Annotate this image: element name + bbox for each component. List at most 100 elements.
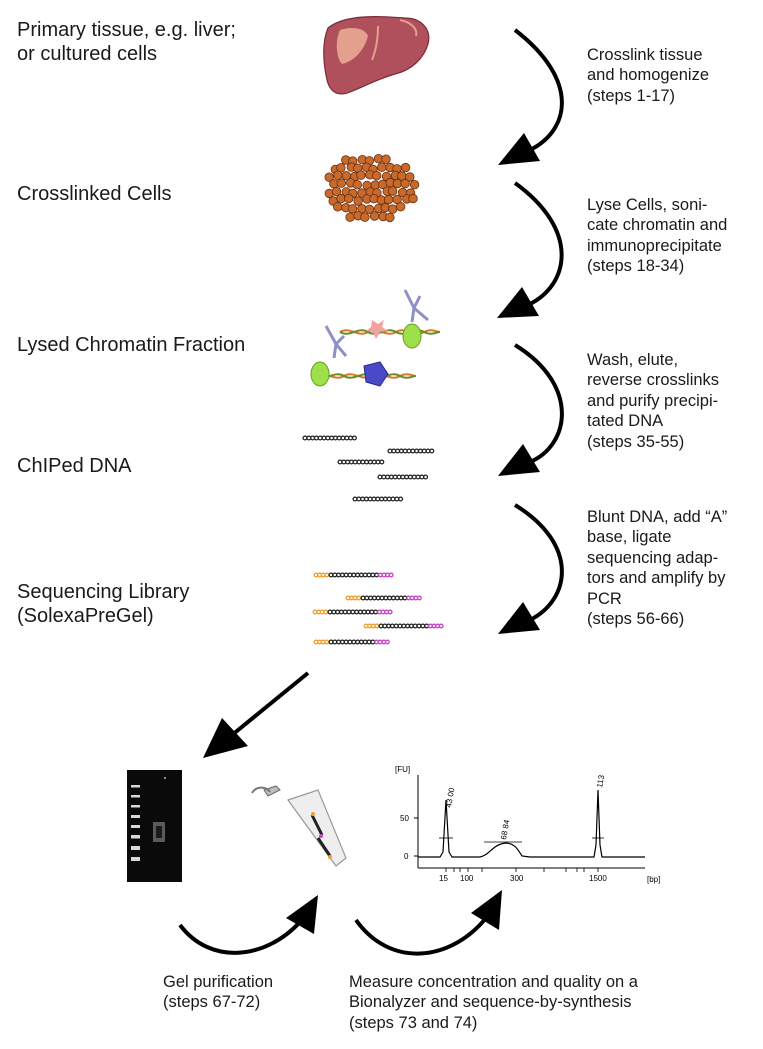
- cell: [352, 180, 363, 190]
- protein-pink: [366, 320, 388, 339]
- dna-helix: [339, 329, 441, 335]
- dna-bead: [387, 609, 393, 615]
- step-text-line: Bionalyzer and sequence-by-synthesis: [349, 993, 632, 1012]
- dna-bead: [351, 435, 357, 441]
- step-text-line: Blunt DNA, add “A”: [587, 508, 728, 526]
- dna-bead: [374, 623, 380, 629]
- arrow-to-gel: [203, 671, 310, 758]
- gel-image-icon: [127, 770, 182, 882]
- step-text-line: sequencing adap-: [587, 548, 719, 567]
- cell: [344, 193, 354, 204]
- step-text-line: Lyse Cells, soni-: [587, 196, 708, 214]
- y-tick-label: 50: [400, 814, 409, 823]
- arrow-step-3: [498, 343, 564, 476]
- cell: [331, 186, 342, 197]
- stage-label-line: Crosslinked Cells: [17, 183, 172, 205]
- step-text-crosslink: Crosslink tissue and homogenize (steps 1…: [587, 45, 709, 106]
- antibody-icon: [324, 289, 429, 359]
- x-tick-label: 1500: [589, 874, 607, 883]
- cell: [369, 211, 380, 221]
- tube-icon: [251, 785, 347, 867]
- stage-label-line: or cultured cells: [17, 43, 158, 65]
- step-text-line: and homogenize: [587, 66, 710, 85]
- bead-green: [310, 361, 330, 387]
- cell: [387, 186, 398, 196]
- step-text-line: (steps 1-17): [587, 86, 676, 105]
- step-text-line: (steps 35-55): [587, 432, 685, 451]
- dna-bead: [402, 595, 408, 601]
- stage-label-line: Primary tissue, e.g. liver;: [17, 19, 236, 41]
- cell: [388, 204, 398, 214]
- cell: [324, 172, 334, 182]
- stage-label-crosslinked-cells: Crosslinked Cells: [17, 182, 172, 206]
- step-text-line: immunoprecipitate: [587, 236, 722, 255]
- peak-label: 43 00: [444, 787, 456, 809]
- dna-bead: [356, 595, 362, 601]
- arrow-step-4: [498, 503, 564, 634]
- liver-icon: [323, 16, 430, 95]
- cell: [381, 154, 391, 164]
- protein-blue: [363, 361, 389, 387]
- cell: [396, 201, 406, 212]
- step-text-line: reverse crosslinks: [587, 371, 720, 390]
- stage-label-chiped-dna: ChIPed DNA: [17, 454, 132, 478]
- step-text-gel-purification: Gel purification (steps 67-72): [163, 972, 273, 1013]
- peak-label: 68 84: [499, 819, 511, 841]
- step-text-wash: Wash, elute, reverse crosslinks and puri…: [587, 350, 719, 452]
- dna-bead: [398, 496, 404, 502]
- bioanalyzer-trace-icon: [FU] 50 0 15 100 300 1500 [bp] 43 00 68 …: [395, 765, 660, 884]
- step-text-line: Measure concentration and quality on a: [349, 973, 638, 991]
- cells-icon: [324, 153, 420, 223]
- step-text-line: tated DNA: [587, 412, 664, 431]
- cell: [333, 202, 343, 212]
- dna-bead: [429, 448, 435, 454]
- dna-bead: [416, 595, 422, 601]
- cell: [356, 170, 366, 180]
- y-axis-unit: [FU]: [395, 765, 410, 774]
- dna-bead: [388, 572, 394, 578]
- dna-bead: [374, 572, 380, 578]
- dna-bead: [370, 639, 376, 645]
- cell: [409, 179, 420, 190]
- step-text-line: (steps 67-72): [163, 993, 261, 1012]
- x-tick-label: 15: [439, 874, 448, 883]
- x-axis-unit: [bp]: [647, 875, 660, 884]
- cell: [400, 162, 411, 173]
- cell: [364, 204, 375, 215]
- dna-bead: [424, 623, 430, 629]
- stage-label-line: (SolexaPreGel): [17, 605, 154, 627]
- library-icon: [312, 572, 444, 645]
- dna-bead: [423, 474, 429, 480]
- cell: [353, 196, 363, 206]
- arrow-gel-purification: [178, 895, 318, 955]
- step-text-measure-sequence: Measure concentration and quality on a B…: [349, 972, 638, 1033]
- cell: [333, 170, 343, 180]
- cell: [384, 194, 394, 205]
- step-text-line: tors and amplify by: [587, 569, 726, 588]
- peak-label: 113: [595, 774, 606, 789]
- step-text-line: PCR: [587, 589, 622, 608]
- arrow-measure: [354, 890, 502, 956]
- stage-label-sequencing-library: Sequencing Library (SolexaPreGel): [17, 580, 189, 628]
- cell: [405, 172, 415, 182]
- step-text-line: (steps 18-34): [587, 257, 685, 276]
- x-tick-label: 300: [510, 874, 524, 883]
- step-text-blunt: Blunt DNA, add “A” base, ligate sequenci…: [587, 507, 727, 629]
- stage-label-line: ChIPed DNA: [17, 455, 132, 477]
- chromatin-icon: [310, 289, 441, 387]
- cell: [360, 212, 370, 222]
- step-text-line: Crosslink tissue: [587, 46, 703, 64]
- cell: [371, 170, 382, 181]
- step-text-line: base, ligate: [587, 528, 672, 547]
- stage-label-line: Sequencing Library: [17, 581, 190, 603]
- cell: [345, 212, 355, 222]
- dna-fragments-icon: [302, 435, 435, 502]
- dna-bead: [373, 609, 379, 615]
- step-text-line: Gel purification: [163, 973, 274, 991]
- stage-label-primary-tissue: Primary tissue, e.g. liver; or cultured …: [17, 18, 236, 66]
- step-text-line: (steps 73 and 74): [349, 1013, 478, 1032]
- stage-label-line: Lysed Chromatin Fraction: [17, 334, 246, 356]
- cell: [385, 212, 395, 223]
- cell: [377, 162, 387, 172]
